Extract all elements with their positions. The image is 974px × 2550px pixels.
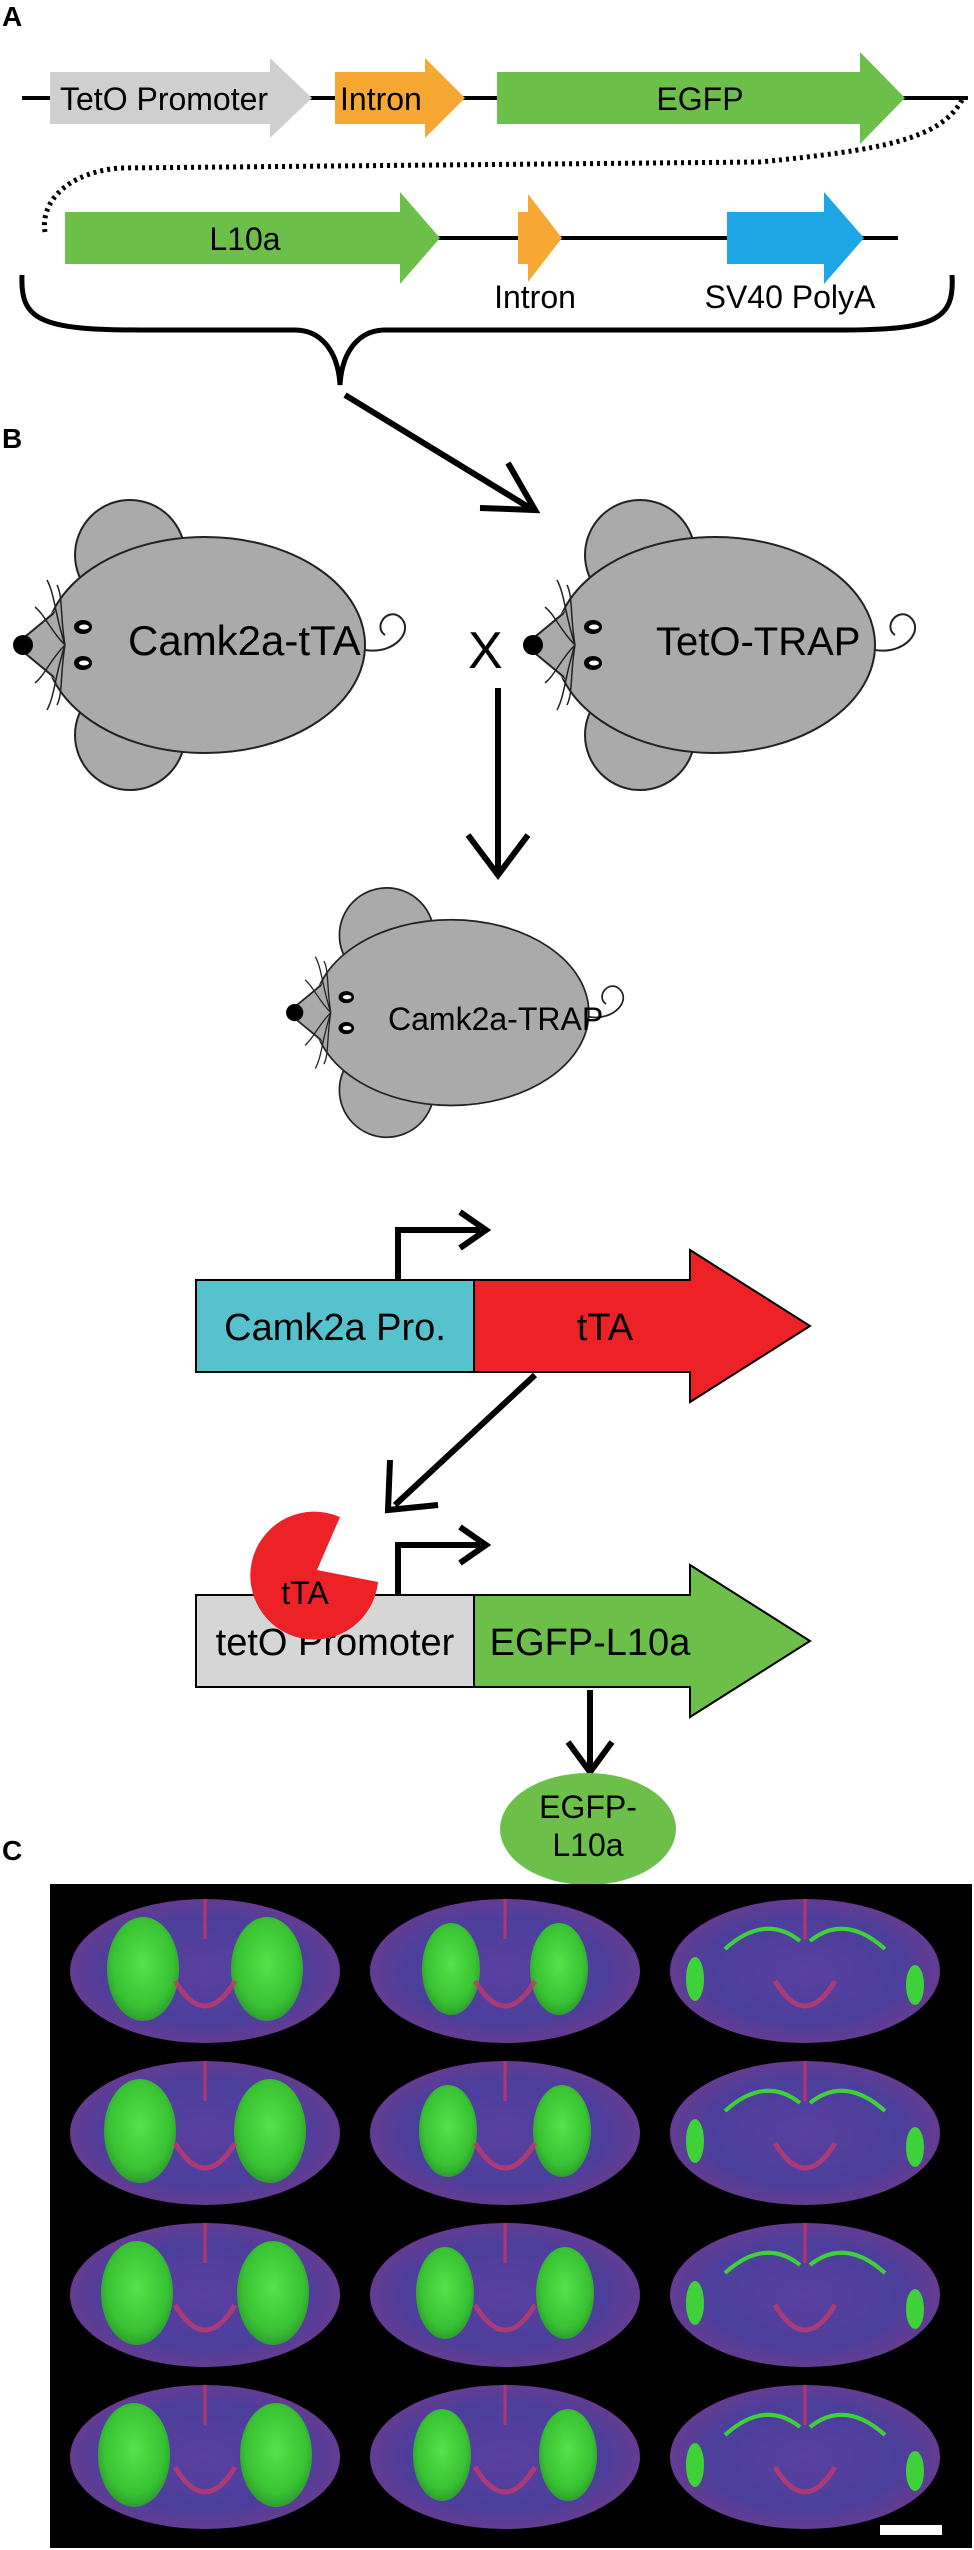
brain-slice bbox=[370, 2223, 640, 2367]
brain-slice bbox=[670, 2385, 940, 2529]
egfp-signal bbox=[686, 2119, 704, 2163]
hippocampus-signal bbox=[723, 1926, 887, 1951]
egfp-arrow bbox=[497, 52, 905, 144]
hippocampus-signal bbox=[723, 2088, 887, 2113]
mouse-camk2a-trap-label: Camk2a-TRAP bbox=[388, 1001, 603, 1037]
scale-bar bbox=[880, 2525, 942, 2535]
egfp-signal bbox=[231, 1917, 303, 2021]
tta-binding-arrow bbox=[384, 1372, 538, 1514]
egfp-l10a-protein-line2: L10a bbox=[552, 1827, 623, 1863]
egfp-signal bbox=[237, 2241, 309, 2345]
cross-symbol: X bbox=[468, 622, 503, 680]
brace-to-cross-arrow bbox=[343, 392, 541, 514]
sv40-polya-label: SV40 PolyA bbox=[705, 279, 876, 315]
brain-slice bbox=[70, 2061, 340, 2205]
egfp-signal bbox=[422, 1923, 480, 2015]
tta-bound-label: tTA bbox=[281, 1575, 329, 1611]
egfp-signal bbox=[686, 2443, 704, 2487]
tetO-promoter-arrow bbox=[50, 58, 312, 138]
egfp-signal bbox=[906, 1965, 924, 2005]
egfp-signal bbox=[419, 2085, 477, 2177]
egfp-signal bbox=[533, 2085, 591, 2177]
intron-arrow-row1 bbox=[335, 58, 465, 138]
egfp-signal bbox=[234, 2079, 306, 2183]
egfp-l10a-protein-line1: EGFP- bbox=[539, 1789, 637, 1825]
panel-letter-c: C bbox=[2, 1835, 22, 1866]
egfp-signal bbox=[107, 1917, 179, 2021]
intron-arrow-row2 bbox=[518, 194, 562, 282]
teto-construct: tetO Promoter tTA EGFP-L10a bbox=[195, 1511, 812, 1719]
egfp-signal bbox=[530, 1923, 588, 2015]
egfp-signal bbox=[539, 2409, 597, 2501]
egfp-l10a-gene-arrow bbox=[473, 1563, 812, 1719]
construct-continuation-dotted bbox=[41, 98, 965, 233]
mouse-teto-trap-label: TetO-TRAP bbox=[656, 620, 860, 664]
tta-bound-protein bbox=[250, 1511, 378, 1640]
brain-slice bbox=[670, 2061, 940, 2205]
brain-slice-grid bbox=[70, 1899, 940, 2529]
camk2a-tss-arrow bbox=[395, 1227, 480, 1280]
tta-gene-arrow bbox=[473, 1248, 812, 1404]
panel-letter-a: A bbox=[2, 1, 22, 32]
egfp-signal bbox=[906, 2451, 924, 2491]
l10a-label: L10a bbox=[209, 221, 280, 257]
egfp-signal bbox=[906, 2127, 924, 2167]
egfp-signal bbox=[104, 2079, 176, 2183]
egfp-l10a-protein bbox=[500, 1773, 676, 1885]
brain-slice bbox=[70, 1899, 340, 2043]
brain-slice bbox=[370, 2061, 640, 2205]
brain-slice bbox=[370, 1899, 640, 2043]
construct-row-2: L10a Intron SV40 PolyA bbox=[65, 192, 898, 315]
camk2a-promoter-box bbox=[195, 1279, 475, 1373]
sv40-polya-arrow bbox=[727, 192, 864, 284]
egfp-signal bbox=[906, 2289, 924, 2329]
panel-letter-b: B bbox=[2, 423, 22, 454]
brain-slice bbox=[670, 1899, 940, 2043]
brain-slice bbox=[70, 2385, 340, 2529]
brain-slice bbox=[670, 2223, 940, 2367]
intron-label-row1: Intron bbox=[340, 81, 422, 117]
tetO-promoter-label: TetO Promoter bbox=[60, 81, 268, 117]
egfp-signal bbox=[686, 2281, 704, 2325]
camk2a-construct: Camk2a Pro. tTA bbox=[195, 1209, 812, 1404]
mouse-camk2a-tta-label: Camk2a-tTA bbox=[128, 617, 361, 664]
l10a-arrow bbox=[65, 192, 440, 284]
egfp-signal bbox=[413, 2409, 471, 2501]
teto-tss-arrow bbox=[395, 1542, 480, 1595]
hippocampus-signal bbox=[723, 2250, 887, 2275]
construct-brace bbox=[19, 274, 955, 386]
egfp-signal bbox=[240, 2403, 312, 2507]
brain-slice bbox=[70, 2223, 340, 2367]
egfp-signal bbox=[416, 2247, 474, 2339]
egfp-signal bbox=[101, 2241, 173, 2345]
egfp-signal bbox=[686, 1957, 704, 2001]
tta-gene-label: tTA bbox=[577, 1307, 634, 1349]
cross-to-offspring-arrow bbox=[465, 688, 531, 880]
intron-label-row2: Intron bbox=[494, 279, 576, 315]
construct-row-1: TetO Promoter Intron EGFP bbox=[22, 52, 968, 144]
expression-arrow bbox=[565, 1690, 615, 1778]
egfp-l10a-gene-label: EGFP-L10a bbox=[490, 1622, 692, 1664]
brain-slice bbox=[370, 2385, 640, 2529]
camk2a-promoter-label: Camk2a Pro. bbox=[224, 1307, 446, 1349]
egfp-label: EGFP bbox=[656, 81, 743, 117]
egfp-signal bbox=[98, 2403, 170, 2507]
hippocampus-signal bbox=[723, 2412, 887, 2437]
egfp-signal bbox=[536, 2247, 594, 2339]
